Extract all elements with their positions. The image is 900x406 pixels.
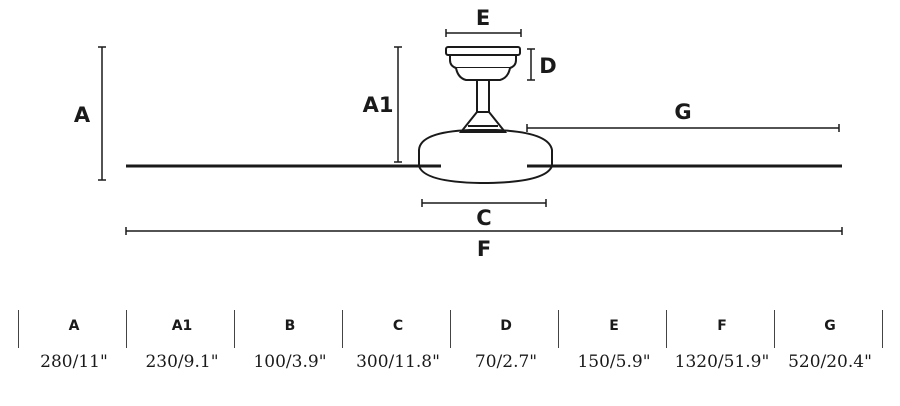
spec-value: 520/20.4" — [788, 352, 872, 372]
column-separator — [18, 310, 19, 348]
spec-value: 70/2.7" — [474, 352, 538, 372]
motor-collar — [458, 111, 508, 133]
spec-value: 280/11" — [40, 352, 108, 372]
dimension-c — [421, 199, 547, 207]
spec-header: B — [284, 318, 296, 334]
label-f: F — [477, 237, 491, 261]
spec-header: D — [500, 318, 512, 334]
spec-value: 300/11.8" — [356, 352, 440, 372]
dimension-spec-table: A 280/11" A1 230/9.1" B 100/3.9" C 300/1… — [18, 306, 884, 386]
column-separator — [126, 310, 127, 348]
spec-value: 150/5.9" — [577, 352, 651, 372]
spec-header: A1 — [171, 318, 193, 334]
spec-header: E — [609, 318, 619, 334]
column-separator — [234, 310, 235, 348]
column-separator — [558, 310, 559, 348]
column-separator — [882, 310, 883, 348]
label-e: E — [476, 6, 490, 30]
dimension-f — [125, 227, 843, 235]
dimension-g — [526, 124, 840, 132]
label-a: A — [74, 103, 91, 127]
column-separator — [342, 310, 343, 348]
fan-dimension-diagram: A A1 E D — [74, 6, 843, 261]
canopy — [445, 46, 521, 81]
motor-housing — [418, 129, 553, 184]
label-g: G — [674, 100, 691, 124]
spec-header: A — [68, 318, 80, 334]
spec-value: 1320/51.9" — [674, 352, 770, 372]
spec-header: G — [824, 318, 836, 334]
spec-header: C — [392, 318, 404, 334]
label-c: C — [476, 206, 491, 230]
label-d: D — [539, 54, 556, 78]
label-a1: A1 — [363, 93, 394, 117]
spec-header: F — [717, 318, 727, 334]
spec-value: 100/3.9" — [253, 352, 327, 372]
column-separator — [666, 310, 667, 348]
dimension-a1 — [394, 46, 402, 163]
downrod — [476, 79, 490, 113]
dimension-e — [445, 29, 522, 37]
column-separator — [774, 310, 775, 348]
column-separator — [450, 310, 451, 348]
spec-value: 230/9.1" — [145, 352, 219, 372]
dimension-d — [527, 48, 535, 81]
dimension-a — [98, 46, 106, 181]
